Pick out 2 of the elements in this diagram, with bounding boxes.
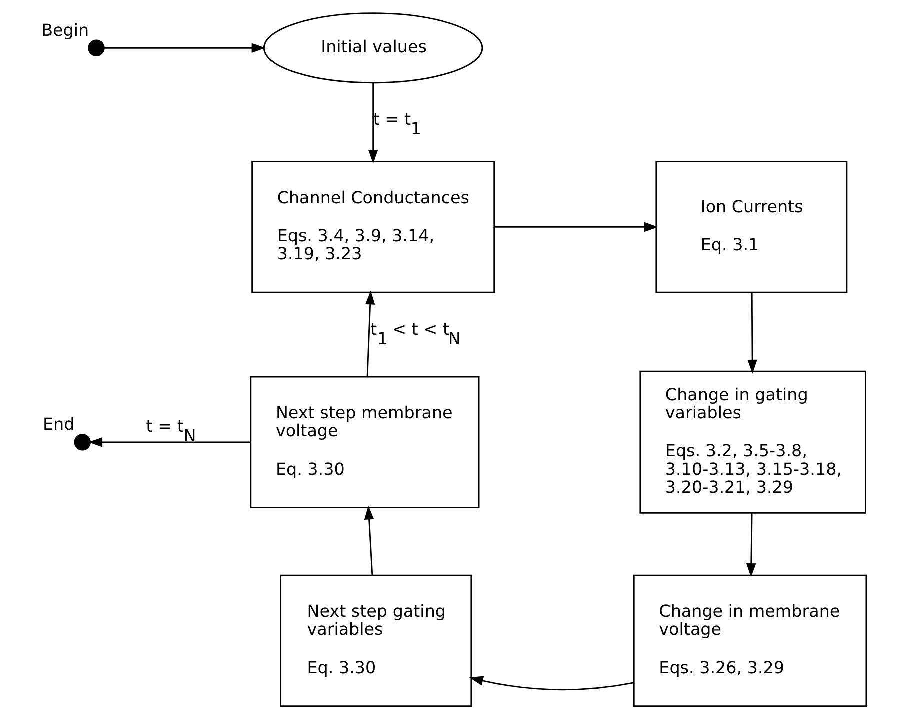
node-label: Begin bbox=[41, 20, 89, 40]
node-label: End bbox=[42, 415, 74, 434]
